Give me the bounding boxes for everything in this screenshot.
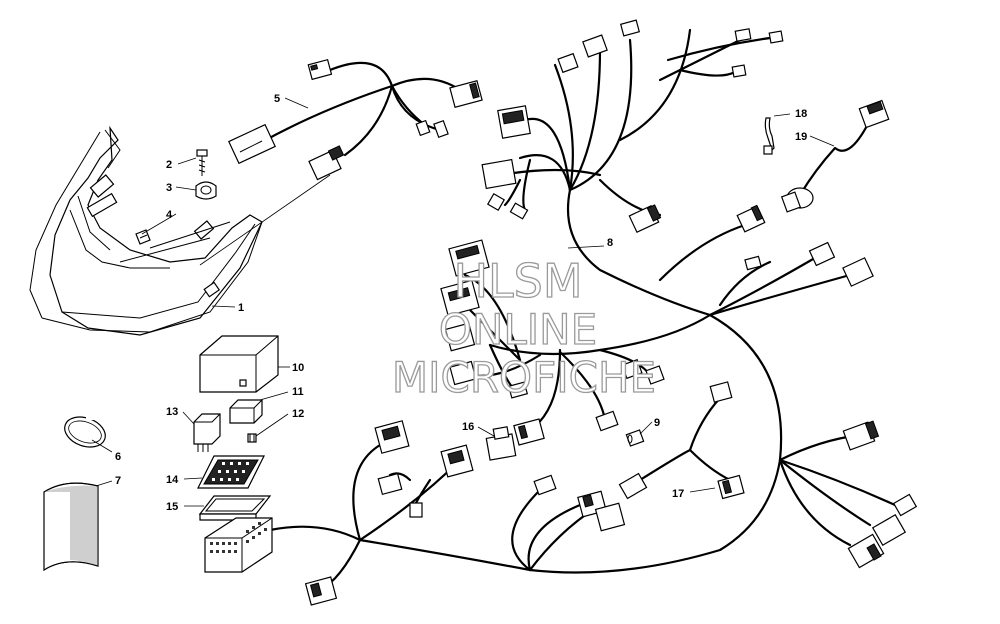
callout-4: 4 [166, 209, 173, 221]
clip-part-18 [763, 117, 775, 155]
callout-6: 6 [115, 451, 121, 463]
headlight-harness [199, 58, 483, 266]
watermark-line-2: ONLINE [439, 305, 597, 354]
callout-17: 17 [672, 488, 684, 500]
ring-part-6 [64, 414, 106, 448]
callout-7: 7 [115, 475, 121, 487]
callout-9: 9 [654, 417, 660, 429]
watermark-line-1: HLSM [453, 254, 582, 308]
callout-2: 2 [166, 159, 172, 171]
connector-part-16 [485, 426, 517, 461]
callout-14: 14 [166, 474, 179, 486]
main-wiring-harness [248, 28, 897, 592]
watermark-line-3: MICROFICHE [392, 353, 656, 402]
terminal-part-9 [625, 429, 645, 447]
callout-5: 5 [274, 93, 280, 105]
relay-box-part-10 [199, 335, 279, 393]
gasket-part-15 [198, 495, 272, 521]
callout-19: 19 [795, 131, 807, 143]
leader-lines [91, 97, 835, 507]
callout-10: 10 [292, 362, 304, 374]
callout-3: 3 [166, 182, 172, 194]
relay-part-13 [193, 413, 221, 452]
screw [196, 149, 208, 176]
fuse-panel-part-14 [197, 455, 265, 489]
callout-13: 13 [166, 406, 178, 418]
clip [135, 229, 151, 245]
callout-12: 12 [292, 408, 304, 420]
watermark: HLSM ONLINE MICROFICHE [391, 253, 656, 402]
fuse-part-12 [247, 433, 257, 443]
headlight-housing [29, 125, 263, 336]
callout-8: 8 [607, 237, 613, 249]
callout-16: 16 [462, 421, 474, 433]
sensor-part-19 [780, 99, 890, 213]
relay-part-11 [229, 399, 263, 424]
callout-11: 11 [292, 386, 304, 398]
sleeve-part-7 [43, 482, 99, 572]
harness-connectors [304, 19, 918, 606]
callout-1: 1 [238, 302, 244, 314]
callout-18: 18 [795, 108, 807, 120]
callout-numbers: 1 2 3 4 5 6 7 8 9 10 11 12 13 14 15 16 1… [115, 93, 807, 513]
callout-15: 15 [166, 501, 178, 513]
fuse-block [204, 517, 273, 573]
clamp [195, 181, 217, 200]
